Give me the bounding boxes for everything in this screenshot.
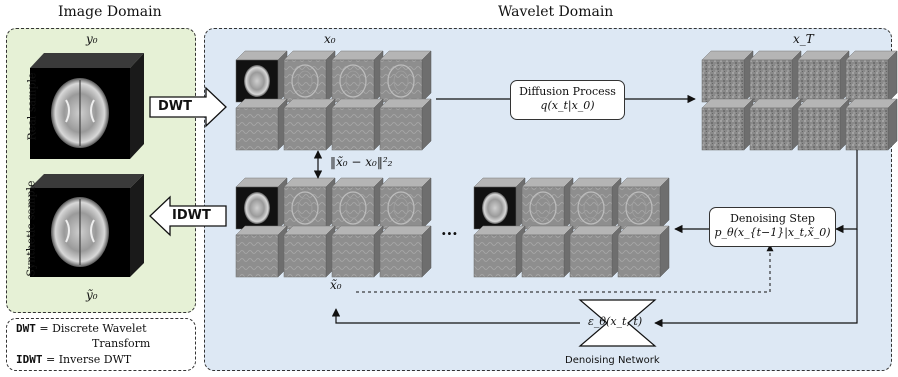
dwt-label: DWT — [158, 99, 192, 114]
arrow-network-to-x0-tilde — [331, 308, 580, 324]
g-xT-cube-1-2 — [797, 98, 850, 151]
real-sample-label: Real sample — [25, 72, 39, 141]
x0-tilde-label: x̃₀ — [330, 278, 342, 292]
denoising-network-shape — [578, 299, 657, 347]
x0-label: x₀ — [324, 32, 336, 46]
idwt-arrow-shape — [149, 195, 227, 237]
g-xT-cube-0-0 — [701, 50, 754, 103]
g-mid-cube-0-0 — [473, 177, 526, 230]
intermediate-wavelet-cubes — [473, 177, 670, 278]
legend-dwt: DWT = Discrete Wavelet — [16, 322, 147, 335]
g-x0t-cube-1-2 — [331, 225, 384, 278]
g-x0t-cube-1-3 — [379, 225, 432, 278]
loss-label: ‖x̃₀ − x₀‖²₂ — [330, 155, 393, 169]
g-mid-cube-0-1 — [521, 177, 574, 230]
legend-panel — [6, 318, 196, 371]
g-mid-cube-0-2 — [569, 177, 622, 230]
network-formula: ε_θ(x_t, t) — [588, 315, 643, 328]
x0-tilde-wavelet-cubes — [235, 177, 432, 278]
ellipsis: ... — [441, 220, 458, 239]
g-mid-cube-1-1 — [521, 225, 574, 278]
g-x0-cube-1-2 — [331, 98, 384, 151]
g-x0-cube-0-2 — [331, 50, 384, 103]
denoise-formula: p_θ(x_{t−1}|x_t,x̃_0) — [714, 226, 831, 239]
g-x0-cube-0-3 — [379, 50, 432, 103]
idwt-label: IDWT — [172, 208, 211, 223]
g-mid-cube-1-2 — [569, 225, 622, 278]
g-xT-cube-1-3 — [845, 98, 898, 151]
g-x0-cube-1-0 — [235, 98, 288, 151]
denoising-network-label: Denoising Network — [565, 355, 660, 366]
real-sample-cube — [30, 53, 144, 159]
y0-tilde-label: ỹ₀ — [86, 288, 98, 302]
g-xT-cube-0-1 — [749, 50, 802, 103]
legend-dwt-text2: Transform — [92, 337, 151, 350]
legend-dwt-key: DWT — [16, 322, 36, 335]
g-x0t-cube-0-1 — [283, 177, 336, 230]
diffusion-process-box: Diffusion Process q(x_t|x_0) — [510, 80, 625, 120]
legend-idwt-key: IDWT — [16, 353, 43, 366]
g-xT-cube-1-0 — [701, 98, 754, 151]
g-x0t-cube-0-3 — [379, 177, 432, 230]
g-mid-cube-0-3 — [617, 177, 670, 230]
image-domain-title: Image Domain — [58, 4, 162, 20]
g-x0t-cube-1-0 — [235, 225, 288, 278]
g-xT-cube-0-3 — [845, 50, 898, 103]
g-x0t-cube-0-0 — [235, 177, 288, 230]
denoising-step-box: Denoising Step p_θ(x_{t−1}|x_t,x̃_0) — [709, 207, 836, 247]
synthetic-sample-cube — [30, 174, 144, 277]
diffusion-formula: q(x_t|x_0) — [540, 99, 595, 112]
legend-idwt-text: = Inverse DWT — [46, 353, 132, 366]
dashed-feedback-arrow — [356, 244, 774, 293]
g-x0-cube-1-3 — [379, 98, 432, 151]
g-x0-cube-1-1 — [283, 98, 336, 151]
wavelet-domain-title: Wavelet Domain — [498, 4, 614, 20]
g-mid-cube-1-3 — [617, 225, 670, 278]
arrow-to-network — [654, 229, 858, 328]
legend-dwt-text: = Discrete Wavelet — [39, 322, 147, 335]
xT-noise-cubes — [701, 50, 898, 151]
dwt-arrow-shape — [149, 86, 227, 128]
g-xT-cube-1-1 — [749, 98, 802, 151]
denoise-title: Denoising Step — [730, 212, 815, 225]
xT-label: x_T — [793, 32, 814, 46]
g-xT-cube-0-2 — [797, 50, 850, 103]
g-x0t-cube-0-2 — [331, 177, 384, 230]
g-mid-cube-1-0 — [473, 225, 526, 278]
diffusion-title: Diffusion Process — [519, 85, 616, 98]
synthetic-sample-label: Synthetic sample — [24, 180, 38, 277]
g-x0-cube-0-1 — [283, 50, 336, 103]
g-x0-cube-0-0 — [235, 50, 288, 103]
g-x0t-cube-1-1 — [283, 225, 336, 278]
arrow-xT-to-denoise — [835, 150, 858, 234]
x0-wavelet-cubes — [235, 50, 432, 151]
legend-idwt: IDWT = Inverse DWT — [16, 353, 131, 366]
y0-label: y₀ — [86, 32, 98, 46]
